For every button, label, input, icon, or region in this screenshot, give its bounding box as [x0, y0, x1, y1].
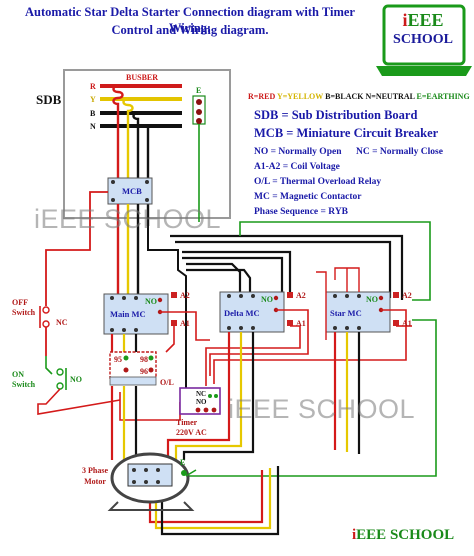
footer-brand: iEEE SCHOOL: [352, 527, 454, 544]
earth-line: [185, 124, 200, 477]
timer-label: Timer 220V AC: [176, 418, 207, 437]
earth-bar: [192, 95, 206, 125]
footer-prefix: i: [352, 527, 357, 543]
timer-nc-label: NC: [196, 390, 207, 398]
page-subtitle: Control and Wiring diagram.: [111, 23, 269, 37]
logo-text: iEEE: [388, 10, 458, 31]
motor-feed: [110, 332, 361, 536]
green-return: [186, 319, 437, 477]
busbar-label: BUSBER: [126, 73, 159, 82]
note-ol: O/L = Thermal Overload Relay: [254, 177, 382, 187]
green-control-loop: [239, 221, 431, 301]
red-control: [45, 191, 108, 290]
star-a1-label: A1: [402, 319, 412, 328]
note-nc: NC = Normally Close: [356, 147, 443, 157]
mcb-label: MCB: [122, 186, 142, 196]
off-nc-label: NC: [56, 318, 68, 327]
phase-bus: [170, 234, 404, 300]
star-mc-label: Star MC: [330, 308, 362, 318]
definition-mcb: MCB = Miniature Circuit Breaker: [254, 126, 439, 140]
star-a2-label: A2: [402, 291, 412, 300]
off-switch: [39, 290, 50, 356]
ol-95-label: 95: [114, 355, 122, 364]
ol-label: O/L: [160, 378, 174, 387]
footer-main: EEE: [356, 527, 387, 543]
delta-mc: [219, 291, 293, 333]
earth-label: E: [196, 86, 202, 95]
main-mc-label: Main MC: [110, 309, 146, 319]
delta-no-label: NO: [261, 295, 273, 304]
star-mc: [325, 291, 399, 333]
phase-y: Y: [90, 95, 96, 104]
note-coil: A1-A2 = Coil Voltage: [254, 162, 340, 172]
main-a2-label: A2: [180, 291, 190, 300]
motor-earth-label: E: [180, 458, 186, 467]
delta-a1-label: A1: [296, 319, 306, 328]
logo-laptop-icon: [376, 4, 472, 76]
footer-sub: SCHOOL: [386, 527, 455, 543]
busbars: [100, 84, 182, 128]
phase-b: B: [90, 109, 96, 118]
key-earth: E=EARTHING: [416, 92, 470, 101]
phase-n: N: [90, 122, 96, 131]
key-black: B=BLACK: [325, 92, 364, 101]
watermark-top: iEEE SCHOOL: [34, 204, 222, 234]
key-neutral: N=NEUTRAL: [365, 92, 415, 101]
motor-label: 3 Phase Motor: [82, 466, 108, 486]
mcb-to-main: [116, 204, 140, 296]
busbar-to-mcb: [112, 84, 150, 226]
star-no-label: NO: [366, 295, 378, 304]
ol-96-label: 96: [140, 367, 148, 376]
motor: [107, 452, 195, 511]
star-point: [334, 267, 360, 292]
sdb-label: SDB: [36, 92, 62, 107]
off-switch-label: OFF Switch: [12, 298, 36, 317]
page-title: Automatic Star Delta Starter Connection …: [25, 5, 355, 35]
star-lower-loop: [316, 271, 327, 340]
on-switch-label: ON Switch: [12, 370, 36, 389]
main-a1-label: A1: [180, 319, 190, 328]
color-key: R=RED Y=YELLOW B=BLACK N=NEUTRAL E=EARTH…: [248, 92, 470, 102]
timer: [179, 387, 221, 415]
logo-sub: SCHOOL: [393, 32, 453, 47]
overload-relay: [109, 351, 157, 386]
mcb: [107, 177, 153, 205]
timer-no-label: NO: [196, 398, 207, 406]
note-phase: Phase Sequence = RYB: [254, 207, 349, 217]
note-mc: MC = Magnetic Contactor: [254, 192, 362, 202]
watermark-bottom: iEEE SCHOOL: [228, 394, 416, 424]
main-no-label: NO: [145, 297, 157, 306]
main-mc: [103, 292, 177, 335]
delta-mc-label: Delta MC: [224, 308, 260, 318]
on-switch: [37, 356, 121, 415]
definition-sdb: SDB = Sub Distribution Board: [254, 108, 418, 122]
phase-r: R: [90, 82, 96, 91]
key-yellow: Y=YELLOW: [276, 92, 324, 101]
logo-main: EEE: [407, 10, 444, 30]
logo-prefix: i: [402, 10, 408, 30]
note-no: NO = Normally Open: [254, 147, 342, 157]
on-no-label: NO: [70, 375, 82, 384]
delta-a2-label: A2: [296, 291, 306, 300]
key-red: R=RED: [248, 92, 276, 101]
control-red: [119, 309, 412, 421]
ol-98-label: 98: [140, 355, 148, 364]
